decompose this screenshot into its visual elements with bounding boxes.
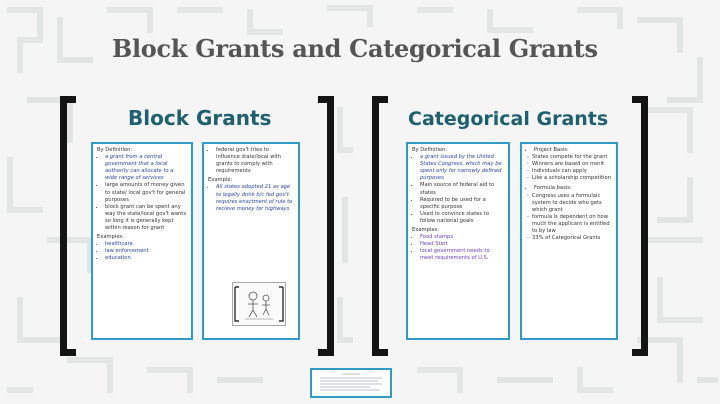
project-item-4: Like a scholarship competition [527, 175, 612, 182]
presentation-nav-thumbnail[interactable] [310, 368, 392, 398]
examples-label: Examples: [97, 234, 124, 241]
political-cartoon-image [232, 282, 286, 326]
block-left-bracket [60, 96, 76, 356]
block-example-2: law enforcement [105, 248, 187, 255]
definition-label: By Definition: [412, 147, 448, 153]
block-drinking-age-example: All states adopted 21 as age to legally … [216, 184, 294, 212]
project-item-1: States compete for the grant [527, 154, 612, 161]
block-bullet-2: block grant can be spent any way the sta… [105, 204, 187, 232]
categorical-bullet-3: Used to convince states to follow nation… [420, 211, 504, 225]
example-label: Example: [208, 177, 233, 184]
definition-label: By Definition: [97, 147, 133, 153]
block-influence-card[interactable]: federal gov't tries to influence state/l… [202, 142, 300, 340]
categorical-grants-heading: Categorical Grants [408, 108, 609, 130]
thumbnail-text-lines-icon [320, 373, 382, 391]
examples-label: Examples: [412, 227, 439, 234]
block-definition-text: a grant from a central government that a… [105, 154, 187, 182]
project-basis-label: Project Basis: [534, 147, 612, 154]
categorical-right-bracket [632, 96, 648, 356]
categorical-bullet-2: Required to be used for a specific purpo… [420, 197, 504, 211]
formula-item-2: formula is dependent on how much the app… [527, 214, 612, 235]
project-item-3: Individuals can apply [527, 168, 612, 175]
categorical-example-1: Food stamps [420, 234, 504, 241]
block-bullet-1: large amounts of money given to state/ l… [105, 182, 187, 203]
block-definition-card[interactable]: By Definition: a grant from a central go… [91, 142, 193, 340]
block-right-bracket [318, 96, 334, 356]
categorical-example-2: Head Start [420, 241, 504, 248]
formula-basis-label: Formula basis: [534, 185, 612, 192]
project-item-2: Winners are based on merit [527, 161, 612, 168]
categorical-definition-card[interactable]: By Definition: a grant issued by the Uni… [406, 142, 510, 340]
block-influence-bullet: federal gov't tries to influence state/l… [216, 147, 294, 175]
cartoon-sketch-icon [234, 286, 284, 322]
categorical-basis-card[interactable]: Project Basis: States compete for the gr… [520, 142, 618, 340]
formula-item-3: 33% of Categorical Grants [527, 235, 612, 242]
categorical-example-3: local government needs to meet requireme… [420, 248, 504, 262]
block-grants-heading: Block Grants [128, 106, 272, 130]
categorical-left-bracket [372, 96, 388, 356]
categorical-bullet-1: Main source of federal aid to states [420, 182, 504, 196]
formula-item-1: Congress uses a formulaic system to deci… [527, 193, 612, 214]
categorical-definition-text: a grant issued by the United States Cong… [420, 154, 504, 182]
block-example-3: education [105, 255, 187, 262]
page-title: Block Grants and Categorical Grants [112, 34, 598, 63]
block-example-1: healthcare [105, 241, 187, 248]
